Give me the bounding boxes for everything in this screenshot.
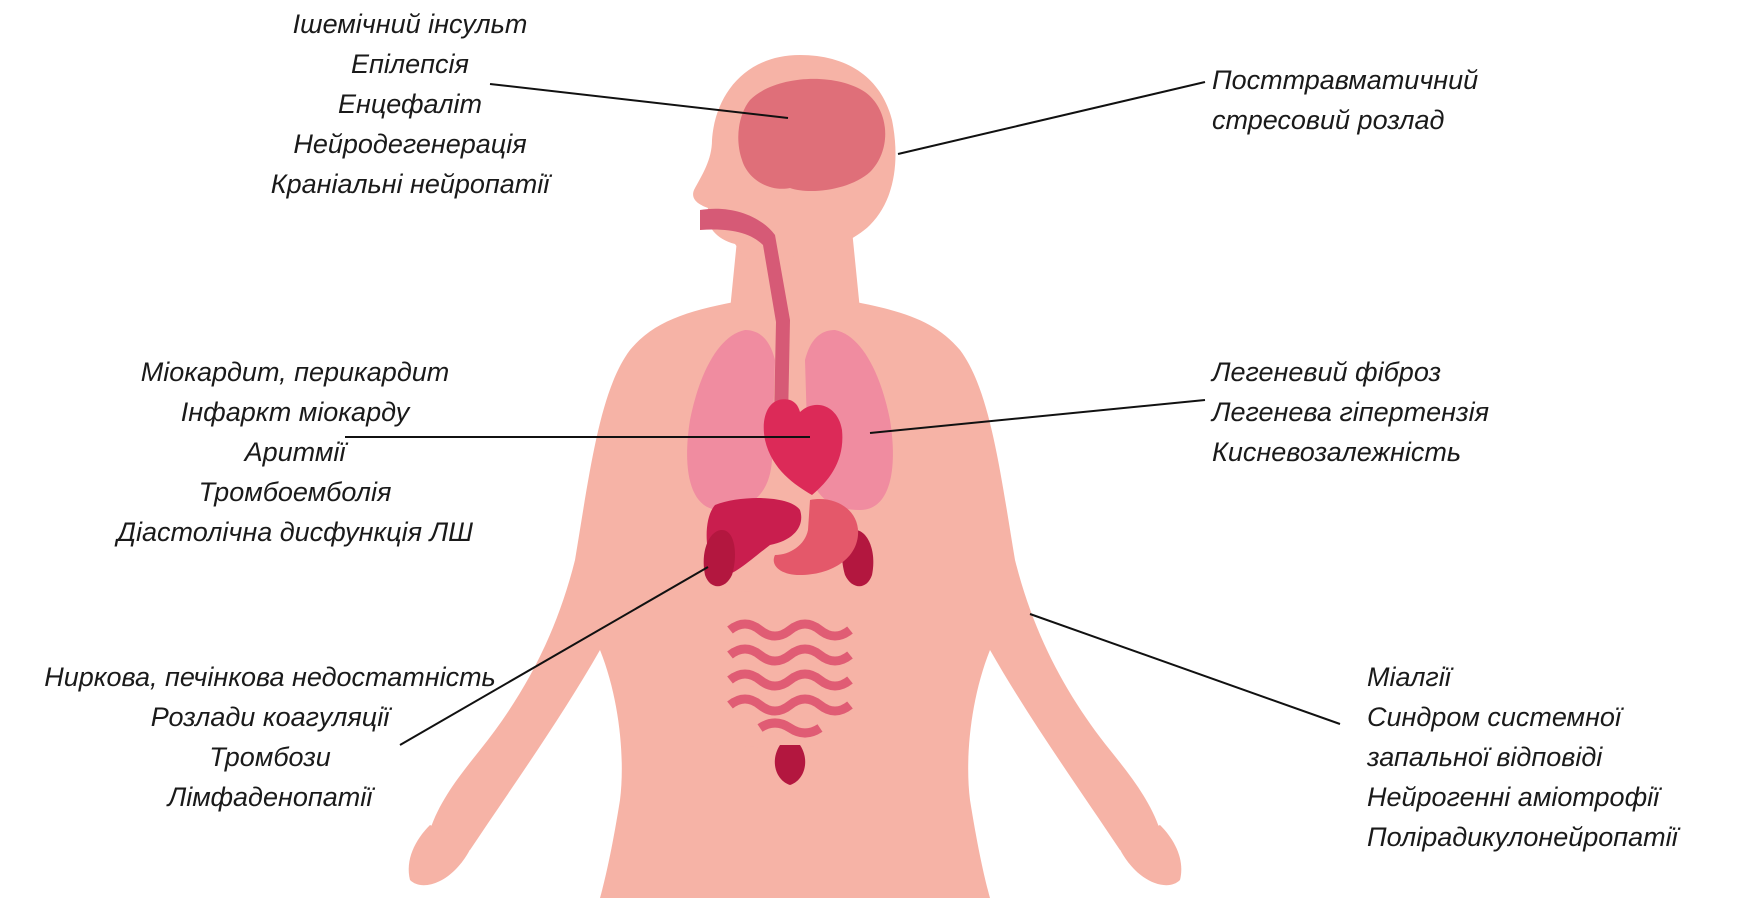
heart-condition-3: Аритмії xyxy=(75,432,515,472)
brain-conditions-label: Ішемічний інсульт Епілепсія Енцефаліт Не… xyxy=(210,4,610,204)
brain-condition-2: Епілепсія xyxy=(210,44,610,84)
brain-condition-1: Ішемічний інсульт xyxy=(210,4,610,44)
lung-condition-3: Кисневозалежність xyxy=(1212,432,1632,472)
brain-condition-4: Нейродегенерація xyxy=(210,124,610,164)
kidney-liver-condition-1: Ниркова, печінкова недостатність xyxy=(10,657,530,697)
muscle-condition-4: Нейрогенні аміотрофії xyxy=(1367,777,1737,817)
kidney-liver-condition-3: Тромбози xyxy=(10,737,530,777)
heart-condition-2: Інфаркт міокарду xyxy=(75,392,515,432)
ptsd-line-2: стресовий розлад xyxy=(1212,100,1632,140)
muscle-condition-3: запальної відповіді xyxy=(1367,737,1737,777)
kidney-liver-condition-2: Розлади коагуляції xyxy=(10,697,530,737)
pointer-line-ptsd xyxy=(898,82,1205,154)
lung-conditions-label: Легеневий фіброз Легенева гіпертензія Ки… xyxy=(1212,352,1632,472)
muscle-conditions-label: Міалгії Синдром системної запальної відп… xyxy=(1367,657,1737,857)
heart-condition-5: Діастолічна дисфункція ЛШ xyxy=(75,512,515,552)
lung-condition-1: Легеневий фіброз xyxy=(1212,352,1632,392)
ptsd-line-1: Посттравматичний xyxy=(1212,60,1632,100)
muscle-condition-2: Синдром системної xyxy=(1367,697,1737,737)
brain-condition-3: Енцефаліт xyxy=(210,84,610,124)
kidney-liver-condition-4: Лімфаденопатії xyxy=(10,777,530,817)
ptsd-label: Посттравматичний стресовий розлад xyxy=(1212,60,1632,140)
heart-conditions-label: Міокардит, перикардит Інфаркт міокарду А… xyxy=(75,352,515,552)
kidney-liver-conditions-label: Ниркова, печінкова недостатність Розлади… xyxy=(10,657,530,817)
muscle-condition-1: Міалгії xyxy=(1367,657,1737,697)
heart-condition-1: Міокардит, перикардит xyxy=(75,352,515,392)
brain-organ xyxy=(738,79,885,191)
brain-condition-5: Краніальні нейропатії xyxy=(210,164,610,204)
heart-condition-4: Тромбоемболія xyxy=(75,472,515,512)
lung-condition-2: Легенева гіпертензія xyxy=(1212,392,1632,432)
muscle-condition-5: Полірадикулонейропатії xyxy=(1367,817,1737,857)
